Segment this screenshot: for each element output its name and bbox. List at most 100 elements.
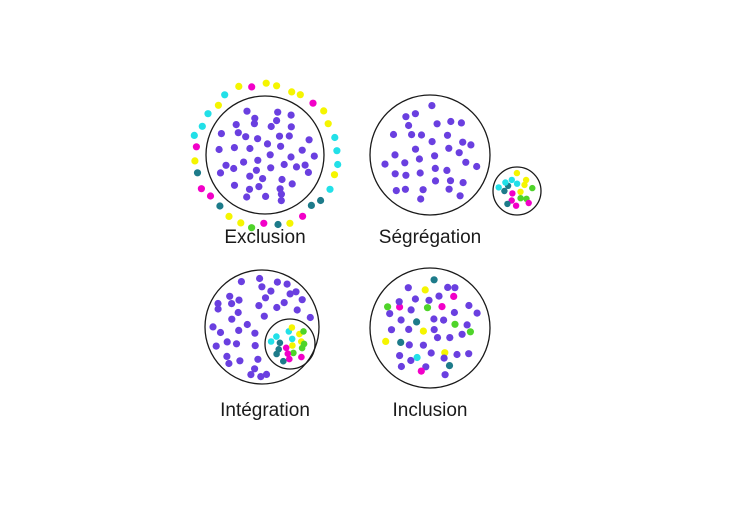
majority-dot (447, 117, 455, 126)
minority-dot (296, 91, 304, 99)
majority-dot (411, 145, 420, 153)
mixed-dot (465, 301, 473, 310)
majority-dot (214, 299, 222, 308)
mixed-dot (423, 304, 432, 312)
majority-dot (277, 190, 285, 198)
minority-dot (509, 190, 516, 197)
majority-dot (222, 161, 230, 169)
minority-dot (330, 171, 339, 179)
majority-dot (232, 340, 241, 348)
mixed-dot (396, 352, 404, 360)
majority-dot (254, 156, 262, 164)
minority-dot (522, 176, 530, 184)
minority-dot (513, 180, 521, 187)
majority-dot (392, 187, 400, 195)
caption-inclusion: Inclusion (392, 400, 468, 421)
minority-dot (190, 131, 198, 139)
majority-dot (252, 166, 260, 174)
minority-dot (309, 99, 317, 107)
minority-dot (248, 83, 256, 91)
majority-dot (230, 181, 239, 189)
minority-dot (197, 185, 205, 193)
majority-dot (455, 149, 463, 157)
majority-dot (240, 158, 248, 166)
majority-dot (242, 133, 250, 141)
majority-dot (243, 107, 251, 115)
majority-dot (275, 132, 284, 140)
majority-dot (431, 177, 440, 185)
majority-dot (445, 185, 453, 193)
group-circle (369, 94, 491, 216)
mixed-dot (413, 353, 421, 362)
majority-dot (401, 185, 409, 193)
minority-dot (282, 344, 290, 352)
majority-dot (262, 370, 271, 378)
minority-dot (198, 122, 206, 130)
majority-dot (433, 120, 441, 128)
mixed-dot (450, 308, 458, 317)
minority-dot (508, 197, 515, 204)
minority-dot (495, 184, 502, 191)
minority-dot (512, 202, 520, 209)
mixed-dot (440, 316, 448, 324)
mixed-dot (427, 349, 435, 357)
majority-dot (301, 161, 309, 169)
mixed-dot (430, 315, 438, 323)
mixed-dot (396, 303, 404, 311)
minority-dot (286, 219, 294, 227)
mixed-dot (421, 286, 429, 294)
majority-dot (283, 280, 291, 288)
mixed-dot (404, 284, 412, 292)
minority-dot (204, 110, 212, 118)
panel-segregation (369, 94, 542, 216)
majority-dot (260, 312, 268, 320)
majority-dot (443, 131, 452, 139)
mixed-dot (466, 328, 474, 336)
majority-dot (467, 141, 475, 149)
mixed-dot (446, 334, 454, 342)
group-circle (205, 95, 325, 215)
minority-dot (235, 82, 243, 90)
majority-dot (408, 131, 416, 139)
majority-dot (305, 136, 313, 144)
majority-dot (232, 121, 240, 129)
minority-dot (284, 350, 292, 358)
minority-dot (317, 196, 325, 205)
majority-dot (255, 183, 263, 191)
majority-dot (286, 290, 294, 298)
caption-segregation: Ségrégation (378, 227, 482, 248)
majority-dot (243, 320, 251, 329)
majority-dot (277, 197, 285, 205)
mixed-dot (441, 371, 449, 379)
majority-dot (215, 145, 223, 154)
mixed-dot (473, 309, 481, 317)
minority-dot (501, 187, 508, 195)
majority-dot (262, 192, 270, 200)
majority-dot (246, 144, 254, 153)
majority-dot (391, 151, 399, 159)
majority-dot (287, 153, 295, 161)
majority-dot (277, 142, 285, 150)
minority-dot (300, 340, 308, 348)
majority-dot (235, 296, 243, 304)
mixed-dot (445, 362, 454, 370)
majority-dot (401, 159, 409, 167)
majority-dot (228, 315, 236, 323)
majority-dot (255, 302, 263, 310)
majority-dot (462, 158, 470, 166)
mixed-dot (419, 327, 427, 335)
minority-dot (273, 82, 281, 90)
mixed-dot (407, 306, 415, 314)
minority-dot (221, 91, 229, 99)
minority-dot (225, 212, 233, 220)
minority-dot (191, 157, 199, 165)
mixed-dot (411, 295, 419, 303)
minority-dot (288, 88, 296, 96)
majority-dot (459, 179, 467, 187)
majority-dot (251, 342, 259, 350)
mixed-dot (397, 316, 405, 324)
majority-dot (267, 287, 275, 295)
minority-dot (298, 353, 305, 361)
mixed-dot (407, 356, 415, 365)
